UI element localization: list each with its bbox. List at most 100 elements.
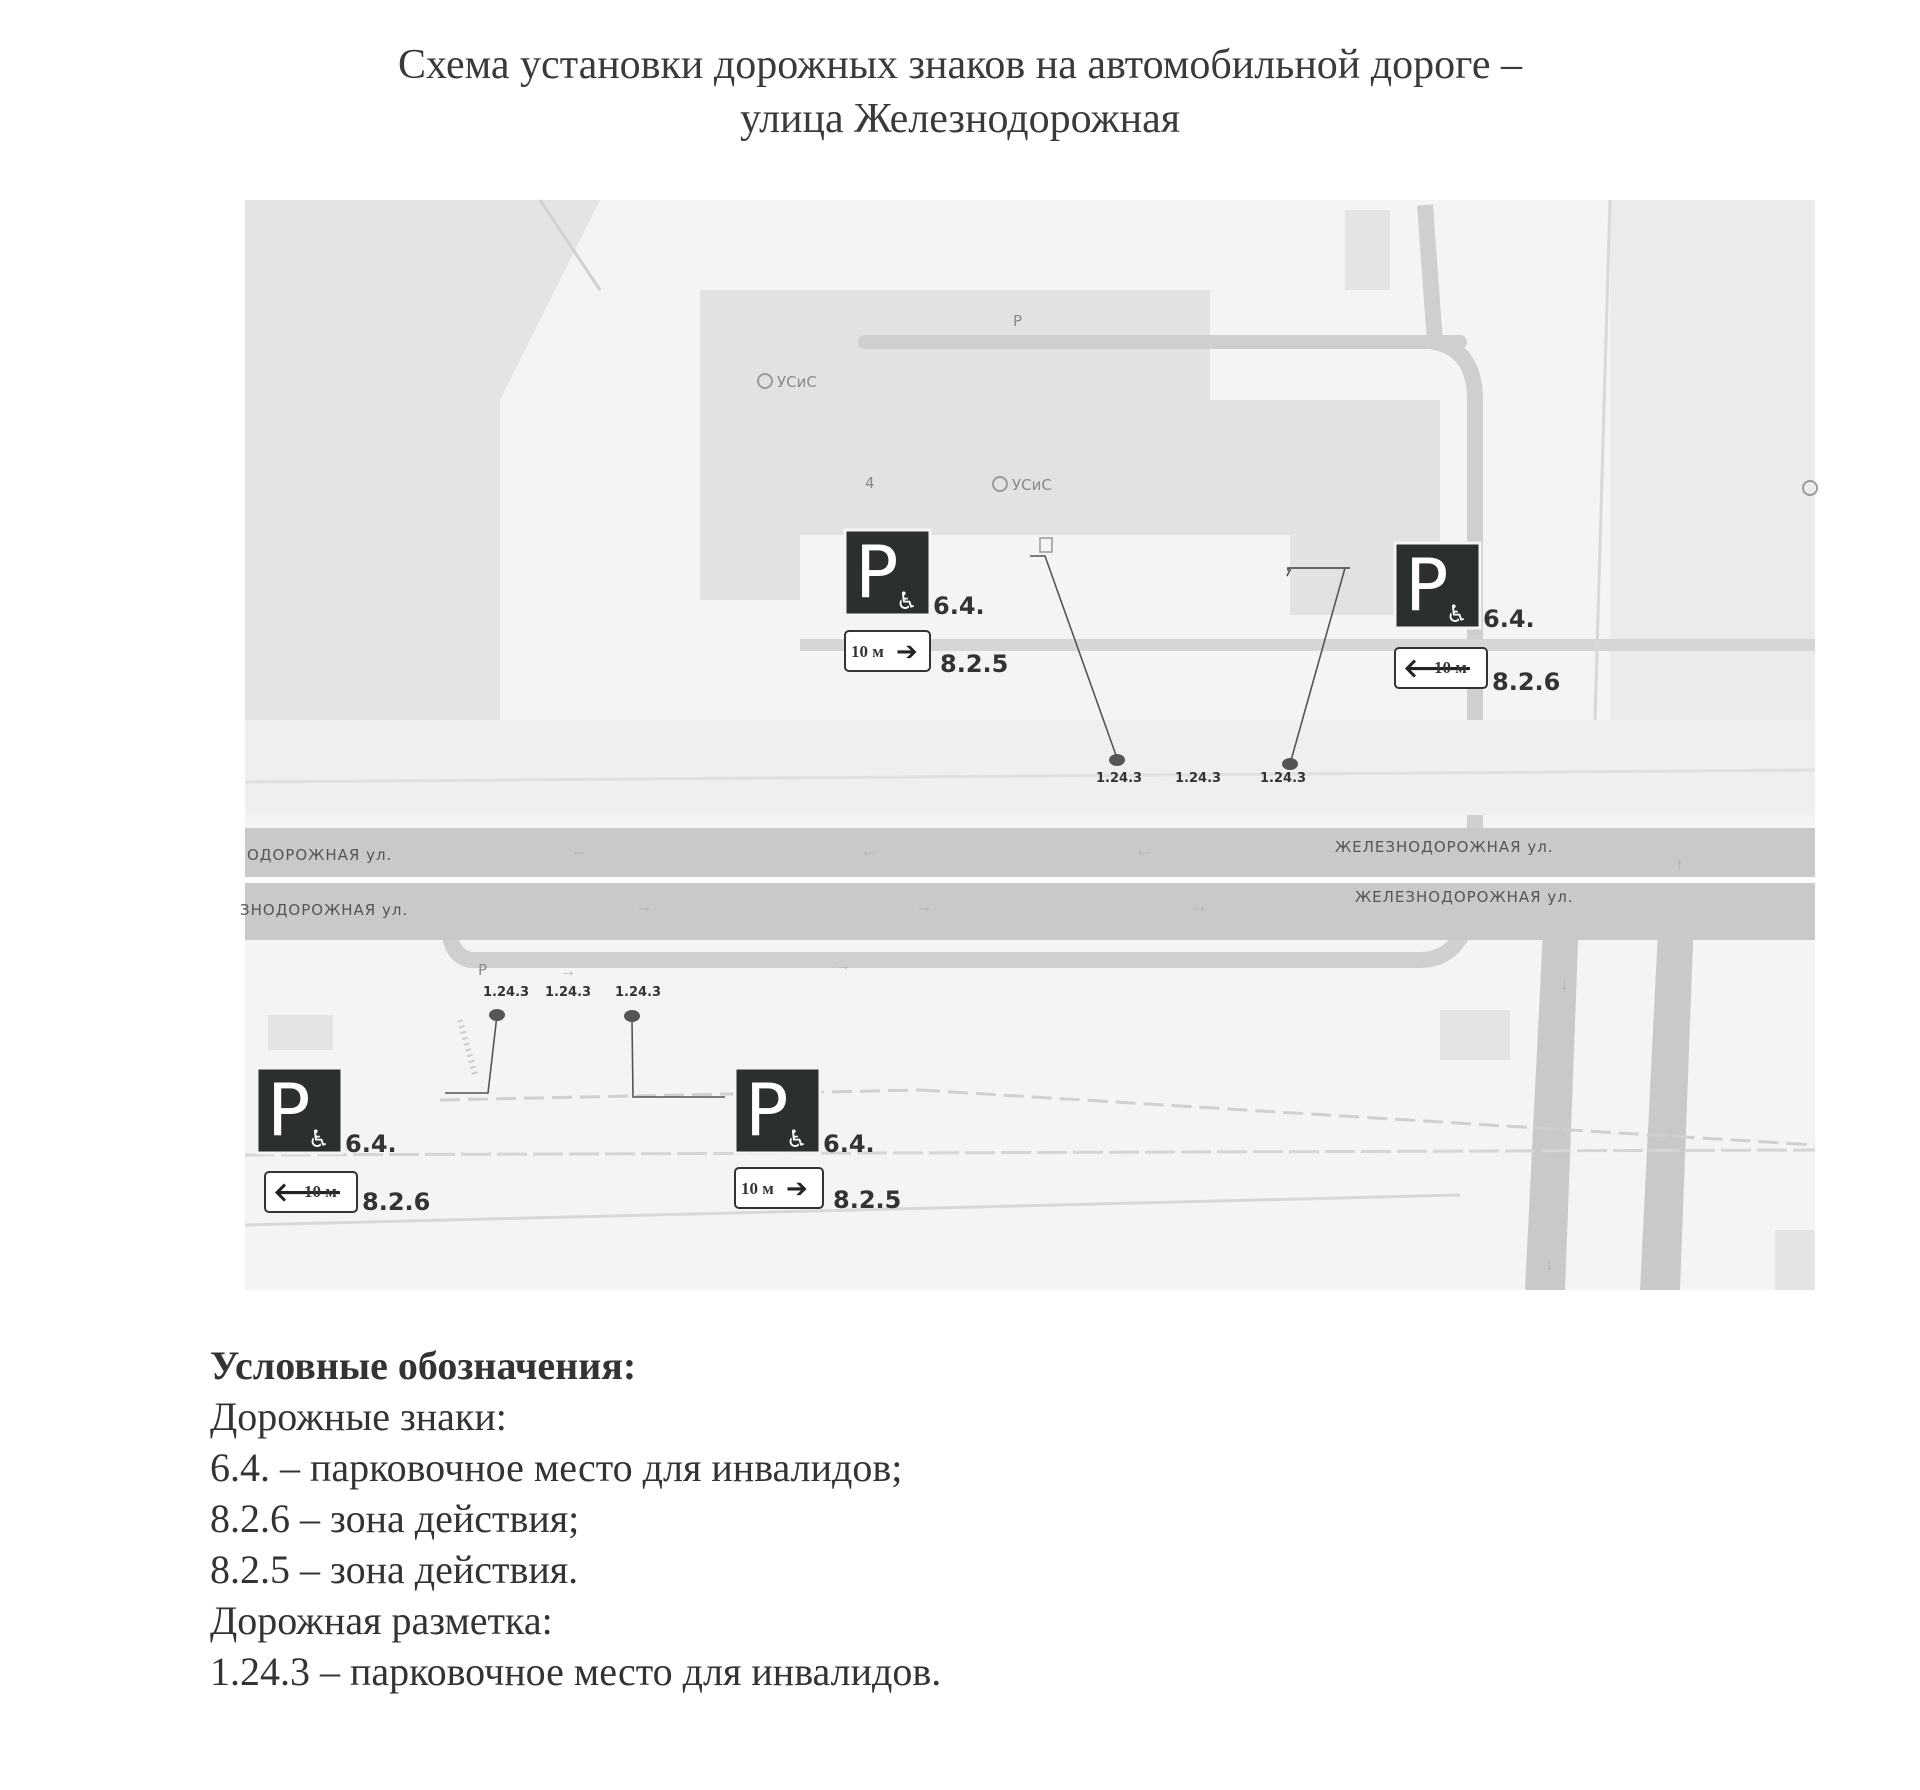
arrow-right-icon: ➔: [786, 1174, 808, 1204]
leader-line-1: [1030, 555, 1118, 759]
road-scheme-map: ← ← ← → → → → → ↑ ↓ ↓ ОДОРОЖНАЯ ул. ЗНОД…: [240, 199, 1818, 1290]
parking-sign-letter: P: [855, 530, 898, 614]
leader-line-4: [631, 1019, 725, 1098]
marking-labels: 1.24.3 1.24.3 1.24.3 1.24.3 1.24.3 1.24.…: [483, 771, 1306, 1000]
plate-code: 8.2.5: [940, 650, 1008, 678]
sign-code: 6.4.: [345, 1130, 397, 1158]
arrow-right-icon: ➔: [896, 637, 918, 667]
sign-group-1: P ♿ 6.4. 10 м ➔ 8.2.5: [843, 528, 1008, 678]
marking-label-bottom-3: 1.24.3: [615, 985, 661, 1000]
rail-line-1: [439, 1088, 921, 1102]
distance-plate: [844, 630, 931, 672]
usis-icon-1: [757, 373, 773, 389]
legend-item: 8.2.6 – зона действия;: [210, 1496, 580, 1541]
rail-line-4: [244, 1193, 1461, 1227]
marking-label-bottom-2: 1.24.3: [545, 985, 591, 1000]
plate-code: 8.2.5: [833, 1186, 901, 1214]
disabled-icon: ♿: [1446, 600, 1468, 628]
poi-usis-2: УСиС: [1012, 476, 1052, 494]
entrance-icon: [1039, 537, 1053, 553]
sign-group-3: P ♿ 6.4. 🡐 10 м 8.2.6: [255, 1066, 430, 1216]
parking-label-bottom: P: [478, 961, 487, 979]
legend-item: 1.24.3 – парковочное место для инвалидов…: [210, 1649, 942, 1694]
rail-line-3: [244, 1148, 1816, 1157]
building-number: 4: [865, 474, 875, 492]
marking-dot-1: [1109, 754, 1125, 766]
street-label-2: ЗНОДОРОЖНАЯ ул.: [240, 901, 408, 919]
main-road: [245, 828, 1815, 940]
distance-plate: [1394, 647, 1488, 689]
parking-sign-letter: P: [267, 1068, 310, 1152]
plaza: [245, 720, 1815, 815]
arrow-right-2: →: [915, 896, 933, 916]
small-building-corner: [1775, 1230, 1815, 1290]
disabled-icon: ♿: [786, 1125, 808, 1153]
sign-code: 6.4.: [933, 592, 985, 620]
street-label-3: ЖЕЛЕЗНОДОРОЖНАЯ ул.: [1335, 838, 1554, 856]
arrow-left-1: ←: [570, 840, 588, 860]
marking-dots: [489, 754, 1298, 1022]
plate-code: 8.2.6: [362, 1188, 430, 1216]
leader-line-3: [445, 1014, 498, 1094]
legend: Условные обозначения: Дорожные знаки: 6.…: [210, 1340, 1710, 1697]
street-label-4: ЖЕЛЕЗНОДОРОЖНАЯ ул.: [1355, 888, 1574, 906]
street-label-1: ОДОРОЖНАЯ ул.: [247, 846, 392, 864]
parking-sign-disabled: [733, 1066, 822, 1155]
left-block-edge: [538, 199, 602, 291]
small-building-mid: [1440, 1010, 1510, 1060]
marking-dot-4: [624, 1010, 640, 1022]
arrow-right-4: →: [560, 963, 576, 980]
arrow-right-1: →: [635, 896, 653, 916]
usis-icon-2: [992, 476, 1008, 492]
distance-plate: [734, 1167, 824, 1209]
title-line-2: улица Железнодорожная: [739, 96, 1181, 142]
distance-plate: [264, 1171, 358, 1213]
legend-signs-heading: Дорожные знаки:: [210, 1394, 507, 1439]
disabled-icon: ♿: [896, 587, 918, 615]
right-block-edge: [1593, 199, 1612, 721]
page-title: Схема установки дорожных знаков на автом…: [0, 38, 1920, 146]
street-labels: ОДОРОЖНАЯ ул. ЗНОДОРОЖНАЯ ул. ЖЕЛЕЗНОДОР…: [240, 838, 1574, 919]
sign-code: 6.4.: [1483, 605, 1535, 633]
poi-labels: УСиС УСиС 4 P P: [478, 312, 1818, 979]
sign-code: 6.4.: [823, 1130, 875, 1158]
legend-item: 8.2.5 – зона действия.: [210, 1547, 579, 1592]
leader-lines: [445, 555, 1350, 1098]
marking-label-top-1: 1.24.3: [1096, 771, 1142, 786]
arrow-down-1: ↓: [1560, 974, 1569, 994]
plate-text: 10 м: [1434, 658, 1467, 677]
poi-usis-1: УСиС: [777, 373, 817, 391]
marking-dot-3: [489, 1009, 505, 1021]
disabled-icon: ♿: [308, 1125, 330, 1153]
traffic-arrows: ← ← ← → → → → → ↑ ↓ ↓: [560, 840, 1684, 1274]
parking-label-top: P: [1013, 312, 1022, 330]
leader-line-2: [1289, 567, 1346, 765]
arrow-down-2: ↓: [1545, 1254, 1554, 1274]
plate-text: 10 м: [851, 642, 884, 661]
plate-text: 10 м: [304, 1182, 337, 1201]
marking-dot-2: [1282, 758, 1298, 770]
parking-sign-letter: P: [745, 1068, 788, 1152]
parking-sign-disabled: [843, 528, 932, 617]
sign-group-2: P ♿ 6.4. 🡐 10 м 8.2.6: [1393, 541, 1560, 696]
arrow-up: ↑: [1675, 854, 1684, 874]
arrow-left-3: ←: [1135, 840, 1153, 860]
parking-sign-disabled: [255, 1066, 344, 1155]
vertical-road-right: [1640, 890, 1695, 1290]
parking-sign-disabled: [1393, 541, 1482, 630]
legend-heading: Условные обозначения:: [210, 1343, 637, 1388]
legend-item: 6.4. – парковочное место для инвалидов;: [210, 1445, 903, 1490]
arrow-left-icon: 🡐: [1403, 654, 1473, 684]
leader-line-2-head: [1287, 567, 1350, 570]
marking-label-top-2: 1.24.3: [1175, 771, 1221, 786]
small-building-left: [268, 1015, 333, 1050]
marking-label-top-3: 1.24.3: [1260, 771, 1306, 786]
sign-group-4: P ♿ 6.4. 10 м ➔ 8.2.5: [733, 1066, 901, 1214]
vertical-road-left: [1525, 890, 1580, 1290]
marking-label-bottom-1: 1.24.3: [483, 985, 529, 1000]
legend-marking-heading: Дорожная разметка:: [210, 1598, 553, 1643]
arrow-right-5: →: [835, 957, 851, 974]
plate-text: 10 м: [741, 1179, 774, 1198]
small-building-top: [1345, 210, 1390, 290]
plate-code: 8.2.6: [1492, 668, 1560, 696]
